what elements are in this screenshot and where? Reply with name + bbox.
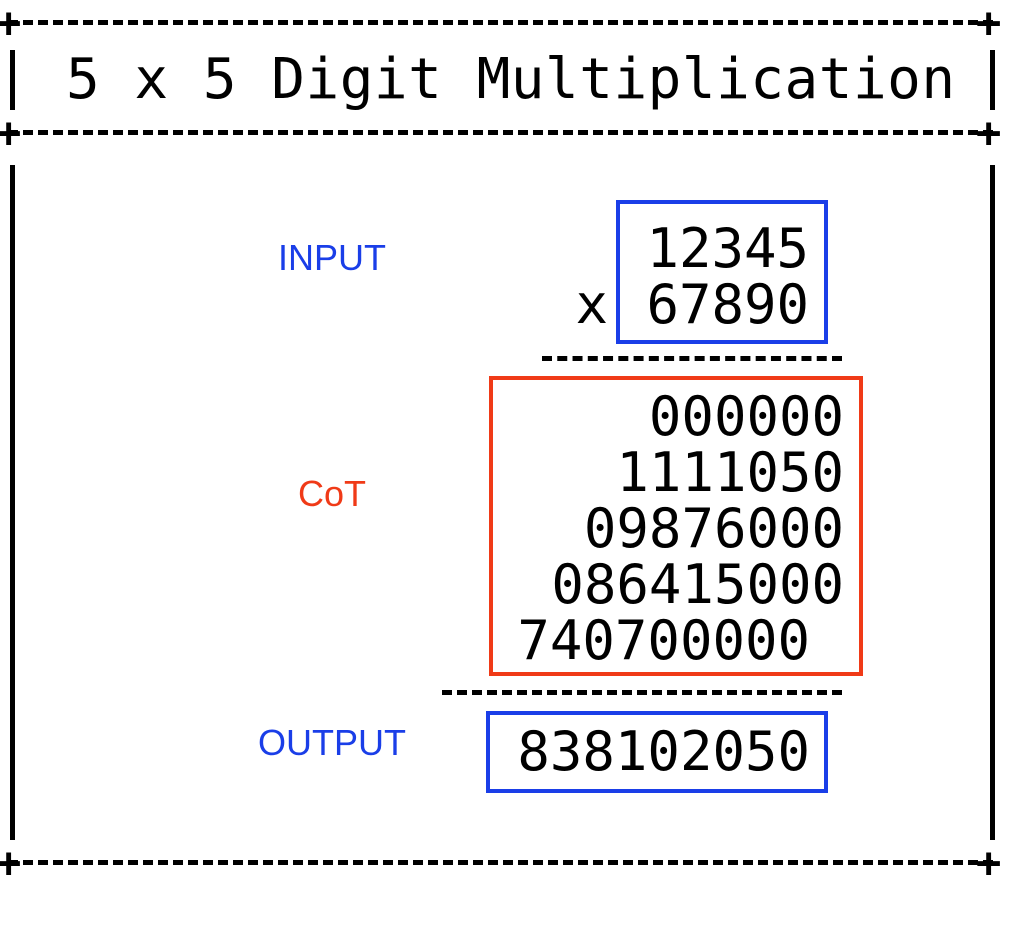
input-label: INPUT [278,237,386,278]
frame-corner-mid-right: + [976,108,1002,157]
frame-corner-bottom-left: + [0,838,22,887]
frame-corner-top-right: + [976,0,1002,47]
output-label: OUTPUT [258,722,406,763]
cot-line: 000000 [648,385,844,448]
cot-line: 1111050 [616,441,844,504]
frame-title-divider [8,130,993,135]
separator-rule-lower [442,690,842,695]
frame-top-border [8,20,993,25]
cot-label: CoT [298,473,367,514]
multiply-operator: x [575,273,608,336]
frame-right-edge-body [990,165,995,840]
input-box [616,200,828,344]
cot-line: 09876000 [583,497,844,560]
frame-corner-bottom-right: + [976,838,1002,887]
frame-bottom-border [8,860,993,865]
diagram-title: 5 x 5 Digit Multiplication [66,47,956,112]
operand-b: 67890 [646,273,809,336]
output-value: 838102050 [517,720,810,783]
frame-left-edge-title [10,50,15,110]
cot-box [489,376,863,676]
separator-rule-upper [542,356,842,361]
cot-line: 086415000 [551,553,844,616]
frame-corner-top-left: + [0,0,22,47]
cot-line: 740700000 [517,609,810,672]
output-box [486,711,828,793]
operand-a: 12345 [646,217,809,280]
frame-right-edge-title [990,50,995,110]
frame-left-edge-body [10,165,15,840]
frame-corner-mid-left: + [0,108,22,157]
